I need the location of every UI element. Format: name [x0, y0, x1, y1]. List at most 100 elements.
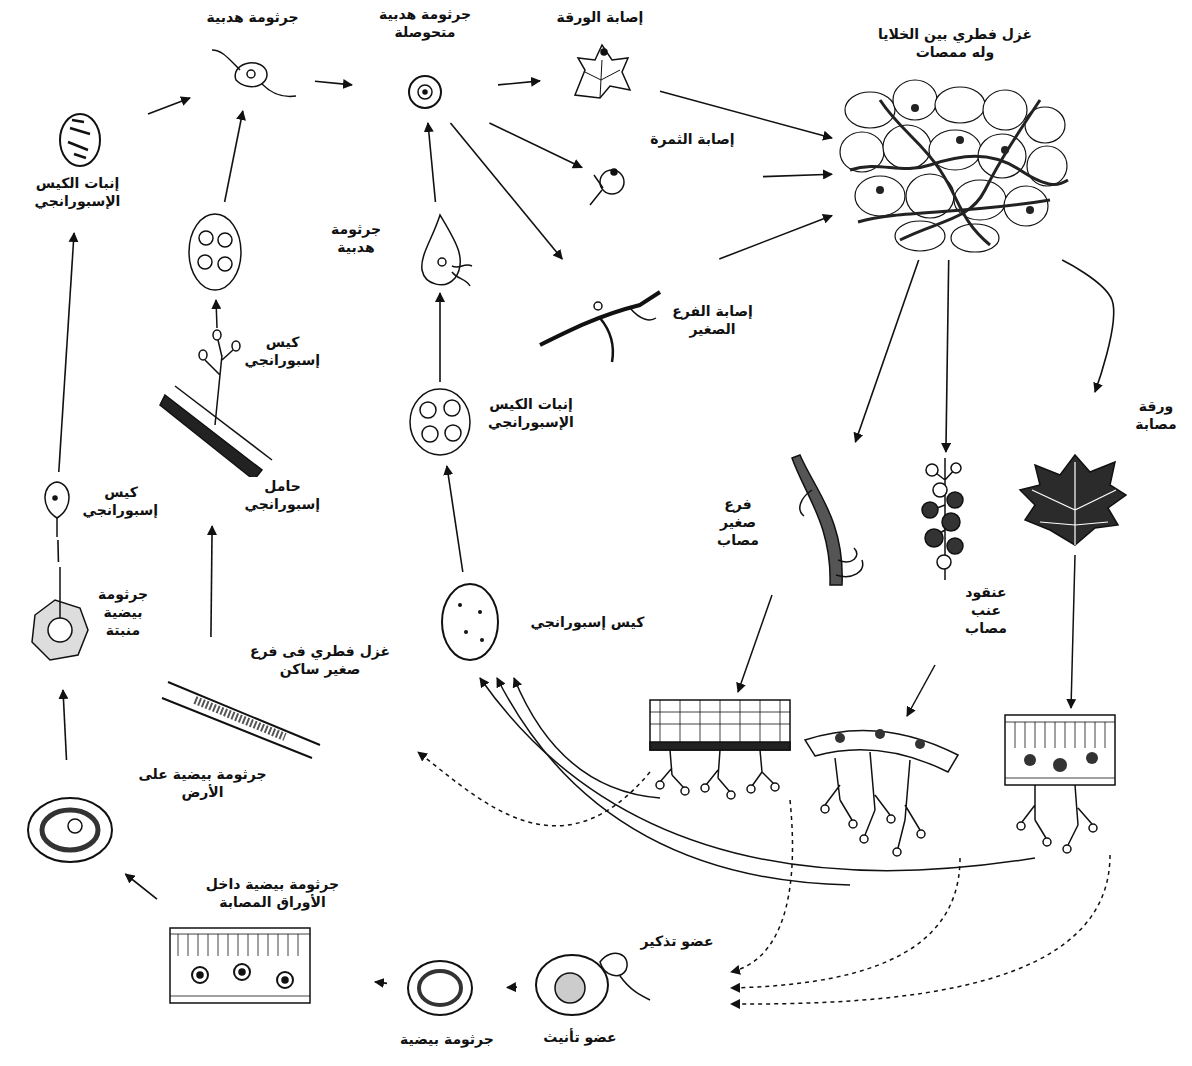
section-band	[650, 742, 790, 750]
oospore	[277, 972, 293, 988]
host-cells	[840, 80, 1067, 252]
infected-cell	[875, 729, 885, 739]
germinating-sporangium-drawing	[189, 214, 241, 290]
oospores-in-leaf	[192, 964, 293, 988]
stage-label: جرثومة هدبية	[195, 8, 310, 26]
stage-label: جرثومة هدبية	[325, 220, 387, 256]
oospore-core	[197, 972, 203, 978]
stage-node: كيس إسبورانجيحامل إسبورانجي	[160, 205, 324, 523]
arrow	[497, 678, 850, 885]
sporangium	[821, 805, 829, 813]
stage-node: كيس إسبورانجي	[435, 575, 660, 667]
oogonium-drawing	[536, 955, 608, 1015]
stage-node: جرثومة هدبية	[193, 6, 312, 108]
stage-node: إنبات الكيس الإسبورانجي	[405, 385, 585, 463]
sporangium	[701, 784, 709, 792]
cell	[893, 80, 937, 120]
germinating-sporangium-drawing	[60, 114, 100, 166]
dot	[53, 496, 57, 500]
infected-cell	[1053, 758, 1067, 772]
zoospore-body	[235, 63, 267, 87]
cycle-arrow	[315, 81, 352, 85]
sporangia	[821, 805, 925, 856]
stage-label: عنقود عنب مصاب	[960, 583, 1012, 638]
cycle-arrow	[498, 81, 540, 85]
stage-label: إصابة الورقة	[545, 8, 655, 26]
tendrils	[800, 490, 863, 577]
oospore	[234, 964, 250, 980]
cycle-arrow	[855, 260, 918, 442]
flagellum	[262, 84, 296, 97]
sporangium	[656, 781, 664, 789]
stage-node: فرع صغير مصاب	[708, 445, 875, 590]
dormant-twig	[162, 682, 320, 758]
stage-label: عضو تأنيث	[530, 1028, 630, 1046]
zoospore-cell	[445, 425, 461, 441]
dashed-arrow	[731, 855, 1110, 1004]
stage-label: كيس إسبورانجي	[82, 483, 160, 519]
zoospore-cell	[218, 233, 232, 247]
leaf-section	[1005, 715, 1115, 785]
leaf-tissue	[170, 934, 310, 996]
cell	[1027, 146, 1067, 186]
drawings	[28, 45, 1126, 1015]
arrow	[907, 665, 935, 716]
zoospore-cell	[218, 257, 232, 271]
infected-shoot-drawing	[792, 455, 842, 585]
cycle-arrow	[507, 986, 517, 988]
infected-cell	[1024, 754, 1036, 766]
mycelium-in-twig	[195, 700, 285, 737]
cycle-arrow	[148, 98, 190, 114]
nucleus	[247, 70, 255, 78]
stage-node: جرثومة بيضية منبتة	[22, 565, 157, 687]
hypha	[900, 100, 1040, 240]
stage-node: جرثومة هدبية متحوصلة	[355, 3, 495, 120]
cycle-arrow	[719, 216, 832, 259]
cycle-arrow	[211, 526, 212, 637]
stage-node: إصابة الثمرة	[585, 128, 760, 208]
sporangium	[1043, 838, 1051, 846]
sporangium	[199, 350, 207, 360]
zoospore-cell	[420, 402, 436, 418]
haustorium	[876, 186, 884, 194]
tendril	[630, 308, 656, 320]
stage-node: جرثومة هدبية	[322, 205, 475, 290]
dashed-arrow	[731, 858, 960, 988]
sporangium	[213, 330, 221, 340]
zoospore-cell	[444, 400, 460, 416]
grape-berry	[947, 538, 963, 554]
stage-label: غزل فطري فى فرع صغير ساكن	[240, 642, 400, 678]
oosphere	[555, 973, 585, 1003]
haustorium	[956, 136, 964, 144]
stage-node: جرثومة بيضية على الأرض	[25, 763, 275, 871]
sporangium-dots	[458, 603, 484, 642]
sporangium	[727, 791, 735, 799]
stage-node: إصابة الفرع الصغير	[535, 262, 765, 370]
dashed-arrow	[418, 752, 650, 826]
leaf-drawing	[575, 45, 630, 98]
stage-node: غزل فطري بين الخلايا وله ممصات	[835, 23, 1075, 257]
sporangiophores	[825, 752, 920, 848]
cycle-arrow	[439, 293, 441, 382]
leaf-veins	[585, 60, 620, 98]
nucleus	[438, 258, 446, 266]
dot	[464, 630, 468, 634]
sporangium-contents	[68, 120, 90, 158]
stage-label: إصابة الفرع الصغير	[665, 302, 760, 338]
cycle-arrow	[450, 123, 562, 259]
cycle-arrow	[428, 123, 436, 202]
twig-epidermis	[175, 386, 272, 460]
stage-label: إنبات الكيس الإسبورانجي	[15, 174, 140, 210]
grape-berry	[922, 502, 938, 518]
oospore-core	[68, 819, 82, 833]
cycle-arrow	[447, 466, 463, 572]
cycle-arrow	[946, 260, 949, 452]
leaf-veins	[1032, 462, 1116, 545]
stage-label: إصابة الثمرة	[630, 130, 755, 148]
cell	[983, 90, 1027, 130]
cycle-arrow	[59, 233, 74, 472]
grape-berry	[933, 483, 947, 497]
stage-label: جرثومة بيضية على الأرض	[135, 765, 270, 801]
sporangiophore	[205, 340, 233, 425]
stage-label: جرثومة بيضية منبتة	[92, 585, 154, 640]
